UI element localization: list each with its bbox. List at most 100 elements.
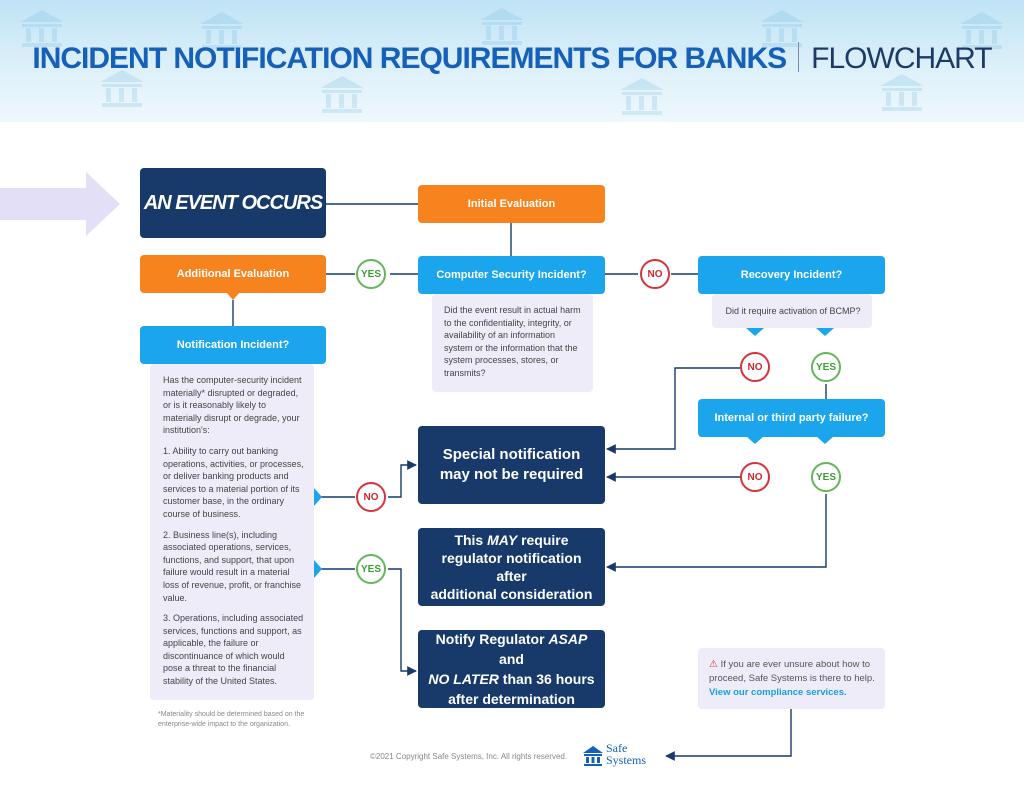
no-label: NO <box>363 491 379 503</box>
failure-question-box: Internal or third party failure? <box>698 399 885 437</box>
bank-icon <box>960 12 1004 49</box>
bank-icon <box>760 10 804 47</box>
logo-line-2: Systems <box>606 753 647 767</box>
may-line-1a: This <box>454 532 488 548</box>
yes-circle-csi: YES <box>356 259 386 289</box>
bank-logo-icon <box>583 746 603 766</box>
may-emphasis: MAY <box>487 532 518 548</box>
materiality-footnote: *Materiality should be determined based … <box>158 710 322 730</box>
title-main: INCIDENT NOTIFICATION REQUIREMENTS FOR B… <box>32 42 787 75</box>
notification-item-3: 3. Operations, including associated serv… <box>163 613 304 687</box>
pointer-recovery-yes <box>816 328 834 336</box>
no-circle-csi: NO <box>640 259 670 289</box>
computer-security-box: Computer Security Incident? <box>418 256 605 294</box>
yes-circle-recovery: YES <box>811 352 841 382</box>
notification-incident-label: Notification Incident? <box>176 339 290 351</box>
notification-incident-box: Notification Incident? <box>140 326 326 364</box>
notify-line-3: after determination <box>448 691 575 707</box>
no-later-emphasis: NO LATER <box>428 671 499 687</box>
logo-line-1: Safe <box>606 741 628 755</box>
copyright-text: ©2021 Copyright Safe Systems, Inc. All r… <box>370 752 580 761</box>
no-label: NO <box>747 361 763 373</box>
special-line-2: may not be required <box>439 466 584 483</box>
additional-evaluation-label: Additional Evaluation <box>176 268 290 280</box>
pointer-failure-yes <box>816 436 834 444</box>
safe-systems-logo[interactable]: Safe Systems <box>582 742 662 770</box>
computer-security-desc-text: Did the event result in actual harm to t… <box>444 305 581 378</box>
notify-regulator-box: Notify Regulator ASAP and NO LATER than … <box>418 630 605 708</box>
line-recovery-no-to-special <box>606 367 740 454</box>
bank-icon <box>480 8 524 45</box>
computer-security-description: Did the event result in actual harm to t… <box>432 294 593 392</box>
notification-item-1: 1. Ability to carry out banking operatio… <box>163 445 304 519</box>
help-box: ⚠ If you are ever unsure about how to pr… <box>698 648 885 709</box>
event-occurs-box: AN EVENT OCCURS <box>140 168 326 238</box>
bank-pattern <box>20 8 1004 115</box>
line-failure-yes-to-may <box>606 494 827 572</box>
warning-icon: ⚠ <box>709 659 718 670</box>
notification-intro: Has the computer-security incident mater… <box>163 375 302 436</box>
special-line-1: Special notification <box>442 446 581 463</box>
recovery-incident-label: Recovery Incident? <box>740 269 843 281</box>
line-help-to-logo <box>665 709 792 761</box>
start-arrow <box>0 172 120 236</box>
notify-line-1: Notify Regulator ASAP and <box>428 629 595 669</box>
bank-icon <box>320 76 364 113</box>
copyright-label: ©2021 Copyright Safe Systems, Inc. All r… <box>370 752 568 761</box>
header-banner: INCIDENT NOTIFICATION REQUIREMENTS FOR B… <box>0 0 1024 122</box>
recovery-description: Did it require activation of BCMP? <box>712 294 872 328</box>
bank-icon <box>880 74 924 111</box>
computer-security-label: Computer Security Incident? <box>436 269 587 281</box>
line-yes-to-notify <box>388 568 417 676</box>
special-notification-box: Special notification may not be required <box>418 426 605 504</box>
pointer-recovery-no <box>746 328 764 336</box>
compliance-services-link[interactable]: View our compliance services. <box>709 687 847 698</box>
notification-description: Has the computer-security incident mater… <box>150 364 314 700</box>
pointer-additional <box>226 292 240 300</box>
line-no-to-special <box>388 460 417 498</box>
help-text: If you are ever unsure about how to proc… <box>709 659 875 684</box>
failure-question-label: Internal or third party failure? <box>714 412 869 424</box>
no-label: NO <box>647 268 663 280</box>
bank-icon <box>200 12 244 49</box>
bank-icon <box>620 78 664 115</box>
line-failure-no-to-special <box>606 472 757 484</box>
page-title: INCIDENT NOTIFICATION REQUIREMENTS FOR B… <box>0 42 1024 76</box>
event-occurs-label: AN EVENT OCCURS <box>143 191 323 214</box>
pointer-notif-yes <box>314 560 322 578</box>
yes-label: YES <box>815 361 836 373</box>
may-require-box: This MAY require regulator notification … <box>418 528 605 606</box>
notify-line-1c: and <box>499 651 524 667</box>
logo-wordmark: Safe Systems <box>606 742 646 766</box>
initial-evaluation-box: Initial Evaluation <box>418 185 605 223</box>
title-divider <box>798 42 800 72</box>
yes-label: YES <box>360 563 381 575</box>
title-sub: FLOWCHART <box>811 42 992 75</box>
no-circle-recovery: NO <box>740 352 770 382</box>
notify-line-2: NO LATER than 36 hours <box>428 669 594 689</box>
may-line-1c: require <box>517 532 569 548</box>
yes-label: YES <box>815 471 836 483</box>
yes-circle-failure: YES <box>811 462 841 492</box>
yes-label: YES <box>360 268 381 280</box>
recovery-desc-text: Did it require activation of BCMP? <box>725 306 861 316</box>
materiality-footnote-text: *Materiality should be determined based … <box>158 711 305 728</box>
bank-icon <box>100 70 144 107</box>
initial-evaluation-label: Initial Evaluation <box>467 198 556 210</box>
may-line-1: This MAY require <box>454 531 568 549</box>
no-circle-failure: NO <box>740 462 770 492</box>
additional-evaluation-box: Additional Evaluation <box>140 255 326 293</box>
bank-icon <box>20 10 64 47</box>
pointer-failure-no <box>746 436 764 444</box>
yes-circle-notification: YES <box>356 554 386 584</box>
pointer-notif-no <box>314 488 322 506</box>
notify-line-1a: Notify Regulator <box>435 631 549 647</box>
no-circle-notification: NO <box>356 482 386 512</box>
notify-line-2b: than 36 hours <box>498 671 595 687</box>
may-line-2: regulator notification after <box>441 550 582 584</box>
recovery-incident-box: Recovery Incident? <box>698 256 885 294</box>
no-label: NO <box>747 471 763 483</box>
notification-item-2: 2. Business line(s), including associate… <box>163 529 302 603</box>
may-line-3: additional consideration <box>430 586 593 602</box>
asap-emphasis: ASAP <box>548 631 588 647</box>
